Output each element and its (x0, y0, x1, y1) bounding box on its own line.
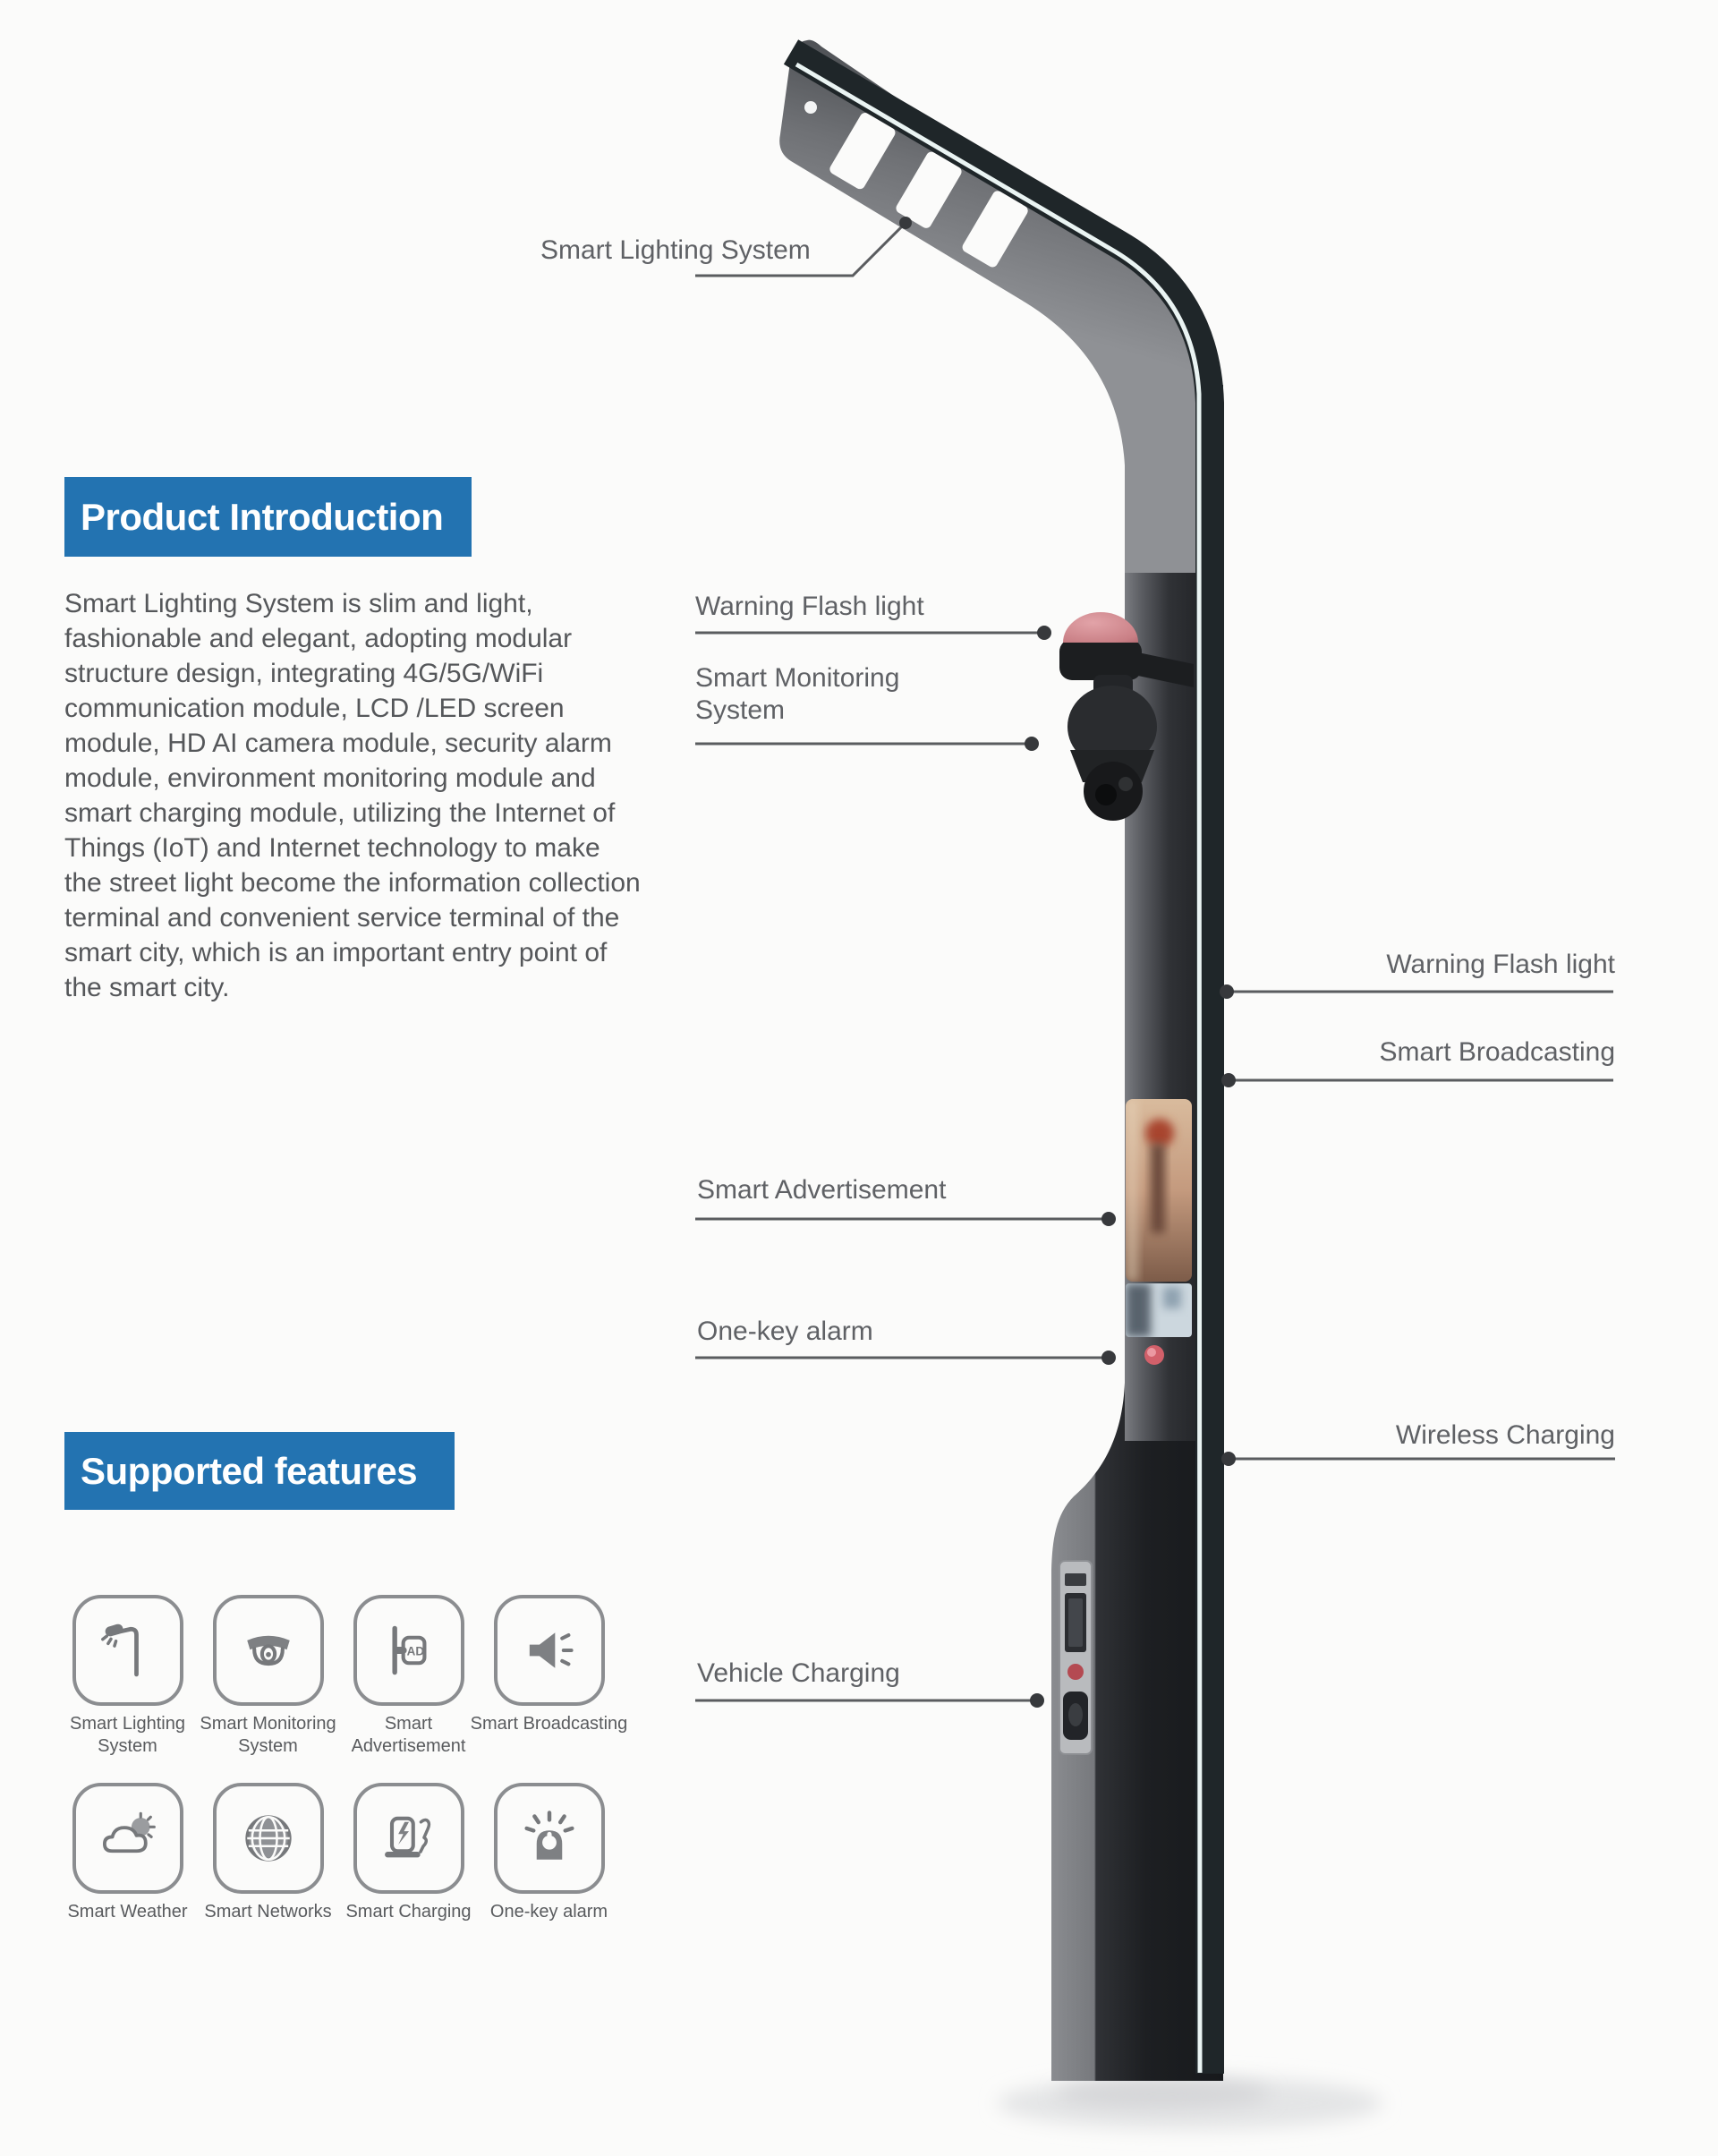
pole-light-stripe (795, 62, 1203, 2074)
callout-lines (695, 217, 1615, 1708)
callout-smart-lighting-system: Smart Lighting System (540, 235, 811, 265)
callout-wireless-charging: Wireless Charging (1395, 1420, 1615, 1450)
ev-charger-icon (353, 1783, 464, 1894)
product-introduction-body: Smart Lighting System is slim and light,… (64, 589, 641, 1002)
lamp-arm (779, 39, 1223, 574)
warning-beacon (1059, 612, 1194, 687)
speaker-icon (493, 1595, 605, 1706)
pole-base (1051, 1378, 1223, 2081)
callout-warning-flash-light-right: Warning Flash light (1386, 950, 1615, 979)
callout-one-key-alarm: One-key alarm (697, 1317, 873, 1346)
feature-smart-advertisement: AD Smart Advertisement (338, 1595, 479, 1758)
dome-camera-icon (212, 1595, 324, 1706)
feature-smart-networks: Smart Networks (198, 1783, 338, 1923)
callout-smart-advertisement: Smart Advertisement (697, 1175, 947, 1205)
pole-edge-band (783, 39, 1224, 2074)
feature-smart-charging: Smart Charging (338, 1783, 479, 1923)
callout-vehicle-charging: Vehicle Charging (697, 1658, 900, 1688)
supported-features-header: Supported features (64, 1432, 455, 1510)
feature-label: Smart Weather (67, 1902, 188, 1922)
lamp-head-dot (804, 101, 817, 114)
led-slots (829, 113, 1028, 268)
alarm-button (1144, 1345, 1164, 1365)
alarm-button-icon (493, 1783, 605, 1894)
feature-one-key-alarm: One-key alarm (479, 1783, 619, 1923)
feature-label: Smart Monitoring System (200, 1714, 336, 1756)
feature-label: Smart Advertisement (351, 1714, 466, 1756)
callout-smart-broadcasting: Smart Broadcasting (1379, 1037, 1615, 1067)
feature-label: Smart Charging (345, 1902, 472, 1922)
advertisement-screen (1126, 1099, 1192, 1282)
product-introduction-header: Product Introduction (64, 477, 472, 557)
ad-icon-text: AD (406, 1645, 424, 1658)
features-row-1: Smart Lighting System Smart Monitoring S… (57, 1595, 627, 1758)
street-light-icon (72, 1595, 183, 1706)
ground-shadow (998, 2076, 1382, 2130)
feature-smart-monitoring-system: Smart Monitoring System (198, 1595, 338, 1758)
callout-smart-monitoring-system: Smart Monitoring System (695, 663, 900, 725)
vehicle-charging-panel (1059, 1560, 1093, 1755)
callout-warning-flash-light-top: Warning Flash light (695, 592, 924, 621)
feature-label: Smart Broadcasting (470, 1714, 628, 1734)
globe-icon (212, 1783, 324, 1894)
feature-label: Smart Lighting System (70, 1714, 185, 1756)
secondary-screen (1126, 1283, 1192, 1337)
feature-smart-broadcasting: Smart Broadcasting (471, 1595, 627, 1758)
feature-label: One-key alarm (489, 1902, 608, 1922)
ad-board-icon: AD (353, 1595, 464, 1706)
feature-smart-lighting-system: Smart Lighting System (57, 1595, 198, 1758)
weather-icon (72, 1783, 183, 1894)
dome-camera (1067, 675, 1157, 821)
feature-smart-weather: Smart Weather (57, 1783, 198, 1923)
feature-label: Smart Networks (204, 1902, 332, 1922)
features-row-2: Smart Weather Smart Networks (57, 1783, 619, 1923)
